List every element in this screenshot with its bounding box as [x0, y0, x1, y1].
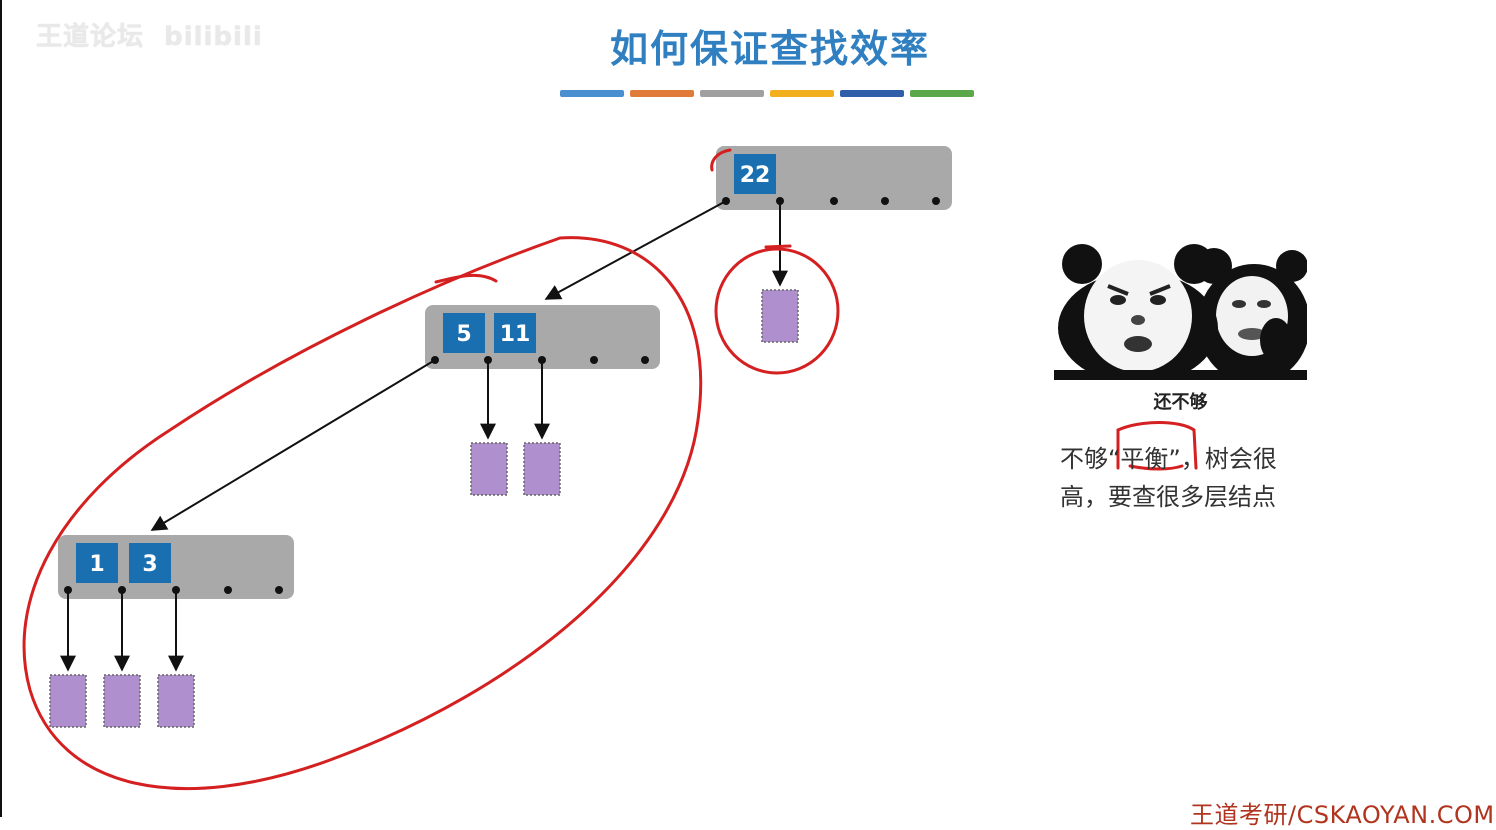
annotation-bracket [1116, 421, 1198, 470]
annotation-ellipse-large [22, 236, 703, 791]
leaf-node-root [761, 289, 799, 343]
annotation-tick [764, 244, 792, 249]
watermark: 王道论坛 bilibili [36, 16, 263, 53]
color-segment-6 [910, 90, 974, 97]
root-key-box [734, 154, 776, 194]
leaf-node-middle-2 [523, 442, 561, 496]
root-pointer-4 [932, 197, 940, 205]
middle-key-5: 5 [456, 322, 471, 347]
color-segment-3 [700, 90, 764, 97]
note-line1-pre: 不够 [1060, 445, 1108, 473]
tree-edges [60, 200, 788, 672]
red-annotations [22, 148, 1198, 791]
lower-key-box-0 [76, 543, 118, 583]
root-key-22: 22 [740, 163, 771, 188]
lower-pointer-3 [224, 586, 232, 594]
lower-pointer-4 [275, 586, 283, 594]
note-line1-quote: “平衡” [1108, 445, 1181, 473]
note-line1-post: ，树会很 [1180, 445, 1277, 473]
middle-pointer-4 [641, 356, 649, 364]
lower-key-3: 3 [142, 552, 157, 577]
root-node: 22 [716, 146, 952, 210]
leaf-node-middle-1 [470, 442, 508, 496]
panda-left [1058, 244, 1218, 380]
middle-pointer-3 [590, 356, 598, 364]
meme-caption: 还不够 [1153, 392, 1208, 413]
watermark-site: 王道论坛 [36, 22, 145, 52]
root-pointer-3 [881, 197, 889, 205]
panda-right [1196, 248, 1307, 380]
middle-key-11: 11 [500, 322, 531, 347]
middle-key-box-0 [443, 313, 485, 353]
annotation-stroke [434, 273, 498, 284]
root-pointer-2 [830, 197, 838, 205]
leaf-node-lower-1 [49, 674, 87, 728]
meme-bottom-bar [1054, 370, 1307, 380]
leaf-node-lower-3 [157, 674, 195, 728]
lower-key-1: 1 [89, 552, 104, 577]
watermark-platform: bilibili [164, 22, 263, 52]
color-segment-4 [770, 90, 834, 97]
color-segment-2 [630, 90, 694, 97]
leaf-node-lower-2 [103, 674, 141, 728]
color-segment-5 [840, 90, 904, 97]
note-text: 不够“平衡”，树会很 高，要查很多层结点 [1060, 440, 1320, 516]
lower-node: 1 3 [58, 535, 294, 599]
left-edge-border [0, 0, 2, 817]
edge-root-to-middle [544, 200, 727, 300]
footer-brand: 王道考研/CSKAOYAN.COM [1190, 801, 1495, 829]
annotation-underline [1128, 464, 1184, 471]
middle-key-box-1 [494, 313, 536, 353]
annotation-root-mark [710, 148, 732, 172]
color-segment-1 [560, 90, 624, 97]
note-line2: 高，要查很多层结点 [1060, 483, 1276, 511]
middle-node: 5 11 [425, 305, 660, 369]
edge-middle-to-lower [150, 359, 436, 531]
title-color-bar [560, 90, 974, 97]
annotation-circle-small [714, 247, 840, 375]
page-title: 如何保证查找效率 [609, 27, 930, 71]
panda-meme-image [1054, 244, 1307, 380]
lower-key-box-1 [129, 543, 171, 583]
leaf-nodes [49, 289, 799, 728]
